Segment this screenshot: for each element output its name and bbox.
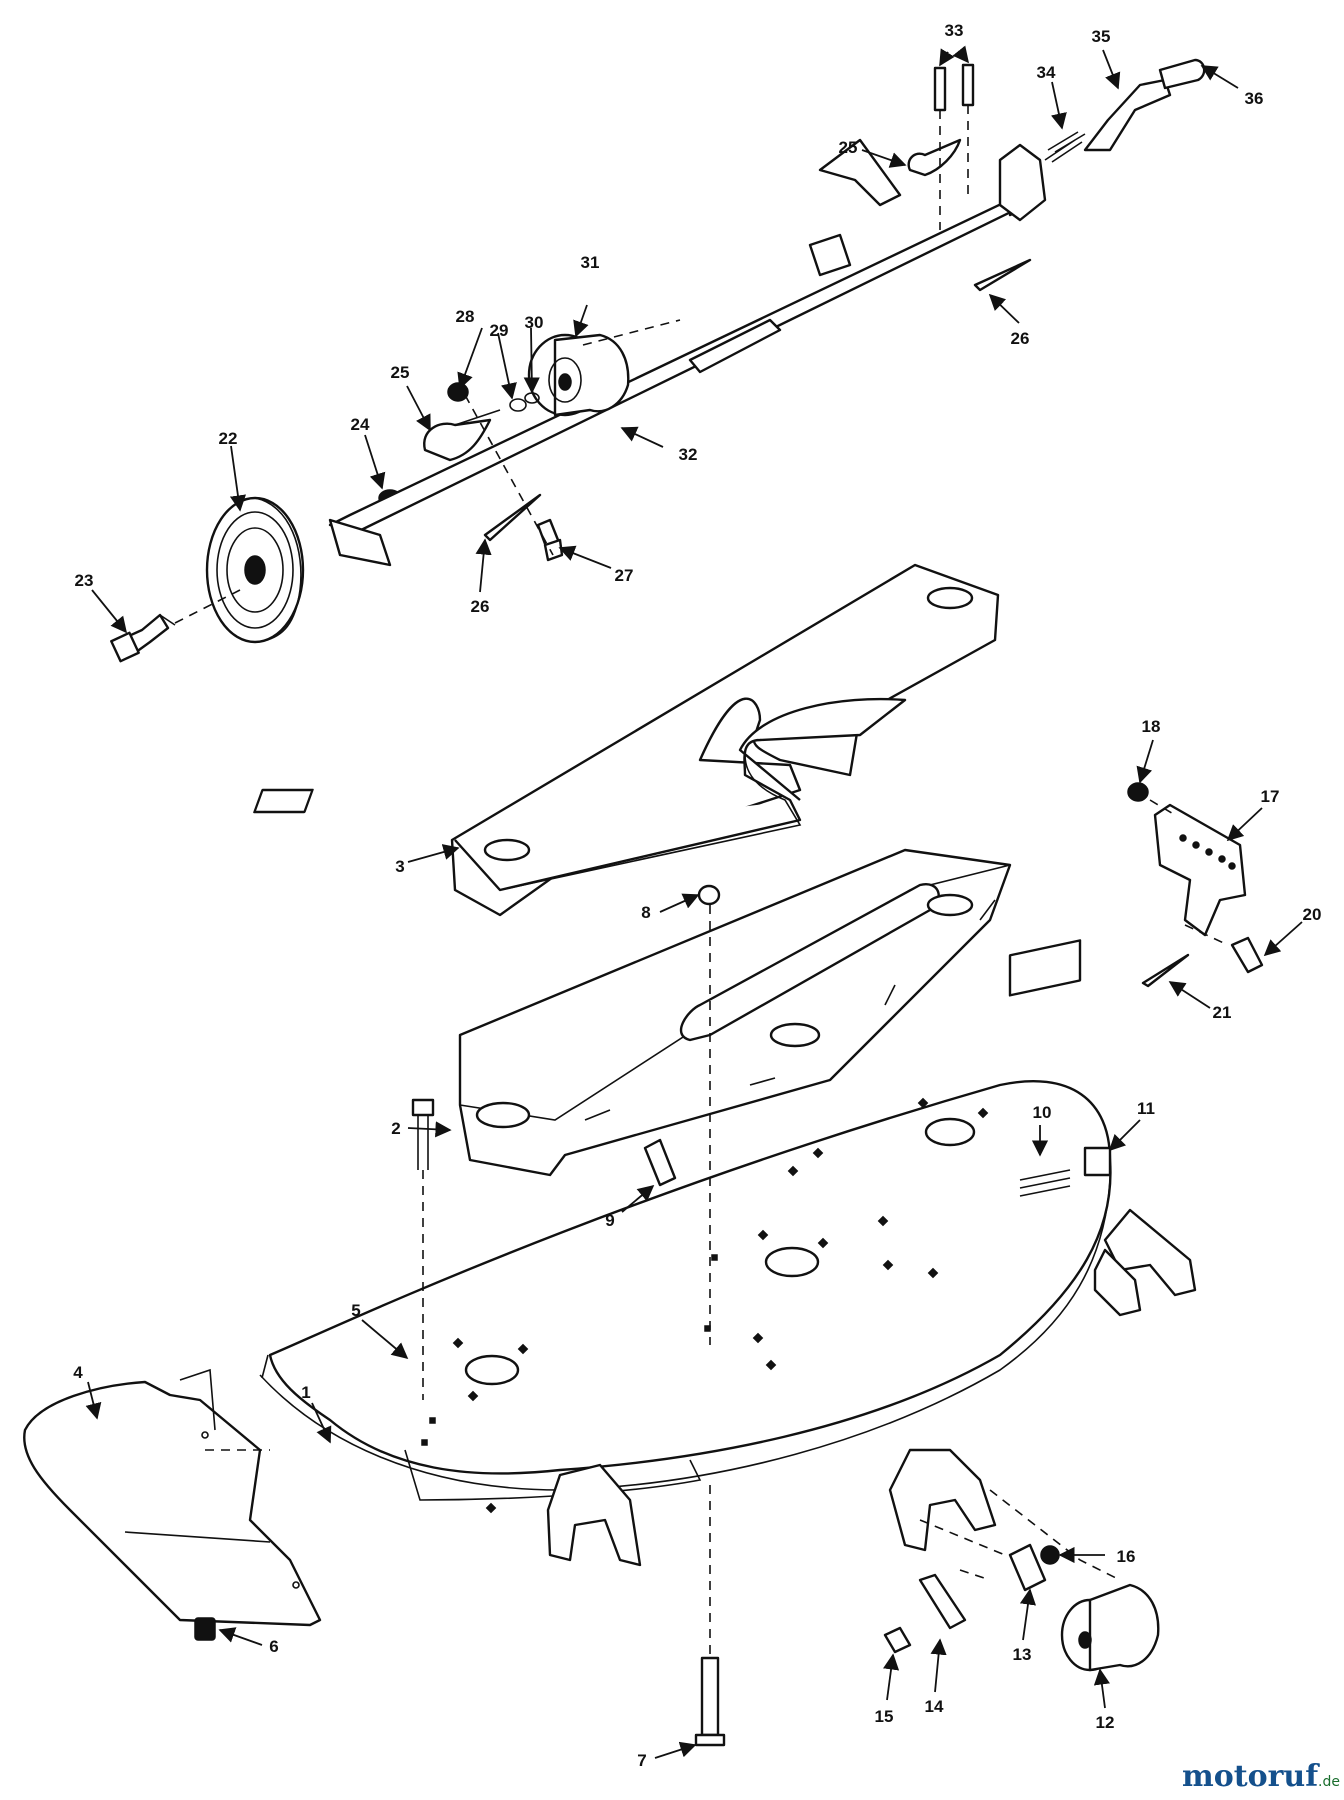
bolt-9 xyxy=(643,1138,677,1187)
roll-pins-33 xyxy=(933,63,975,112)
callout-26-lower: 26 xyxy=(471,597,490,616)
callout-5: 5 xyxy=(351,1301,360,1320)
shims-26 xyxy=(483,258,1032,542)
callout-29: 29 xyxy=(490,321,509,340)
spacer-13 xyxy=(1008,1543,1047,1592)
roller-31 xyxy=(527,333,630,417)
deck-spindle-holes xyxy=(464,1117,976,1386)
callout-2: 2 xyxy=(391,1119,400,1138)
callout-34: 34 xyxy=(1037,63,1056,82)
callout-16: 16 xyxy=(1117,1547,1136,1566)
deck-frame xyxy=(458,848,1012,1177)
callout-32: 32 xyxy=(679,445,698,464)
spring-34 xyxy=(1044,131,1086,163)
callout-11: 11 xyxy=(1137,1099,1155,1118)
callout-6: 6 xyxy=(269,1637,278,1656)
callout-25-upper: 25 xyxy=(839,138,858,157)
lever-handle-35 xyxy=(1083,78,1172,152)
nut-16 xyxy=(1040,1545,1060,1565)
callout-20: 20 xyxy=(1303,905,1322,924)
callout-17: 17 xyxy=(1261,787,1280,806)
alignment-lines xyxy=(174,105,1229,1660)
callout-36: 36 xyxy=(1245,89,1264,108)
discharge-chute xyxy=(23,1368,322,1627)
callout-4: 4 xyxy=(73,1363,83,1382)
callout-10: 10 xyxy=(1033,1103,1052,1122)
watermark-logo: motoruf xyxy=(1182,1759,1320,1794)
callout-21: 21 xyxy=(1213,1003,1232,1022)
axle-rod xyxy=(328,138,1042,567)
callout-1: 1 xyxy=(301,1383,310,1402)
lift-lever-bracket xyxy=(998,143,1047,222)
nut-28 xyxy=(447,382,469,402)
watermark-domain-suffix: .de xyxy=(1318,1774,1340,1790)
callout-3: 3 xyxy=(395,857,404,876)
bolt-7 xyxy=(694,1656,726,1747)
callout-24: 24 xyxy=(351,415,370,434)
bolt-20 xyxy=(1230,936,1264,974)
callout-labels: 1 2 3 4 5 6 7 8 9 10 11 12 13 14 15 16 1… xyxy=(73,21,1321,1770)
decal-10 xyxy=(1008,939,1082,1197)
shim-21 xyxy=(1141,953,1190,988)
nut-18 xyxy=(1127,782,1149,802)
callout-15: 15 xyxy=(875,1707,894,1726)
callout-14: 14 xyxy=(925,1697,944,1716)
callout-28: 28 xyxy=(456,307,475,326)
nut-6 xyxy=(194,1617,216,1641)
callout-31: 31 xyxy=(581,253,600,272)
callout-13: 13 xyxy=(1013,1645,1032,1664)
bolt-5 xyxy=(411,1098,435,1170)
callout-30: 30 xyxy=(525,313,544,332)
link-14 xyxy=(918,1573,967,1630)
decal-11 xyxy=(1083,1146,1112,1177)
callout-18: 18 xyxy=(1142,717,1161,736)
height-bracket-17 xyxy=(1153,803,1247,937)
deck-cover-plate xyxy=(253,563,1000,917)
bolt-27 xyxy=(536,518,564,562)
callout-7: 7 xyxy=(637,1751,646,1770)
motoruf-watermark: motoruf .de xyxy=(1182,1759,1340,1794)
bolt-15 xyxy=(883,1626,912,1654)
roller-12 xyxy=(1060,1583,1160,1672)
callout-25-lower: 25 xyxy=(391,363,410,382)
callout-27: 27 xyxy=(615,566,634,585)
mower-deck-housing xyxy=(259,1080,1197,1567)
hand-grip-36 xyxy=(1158,58,1206,90)
callout-9: 9 xyxy=(605,1211,614,1230)
callout-23: 23 xyxy=(75,571,94,590)
callout-26-upper: 26 xyxy=(1011,329,1030,348)
callout-22: 22 xyxy=(219,429,238,448)
callout-12: 12 xyxy=(1096,1713,1115,1732)
callout-33: 33 xyxy=(945,21,964,40)
axle-bolt xyxy=(110,613,176,663)
clip-25-upper xyxy=(907,138,962,177)
callout-35: 35 xyxy=(1092,27,1111,46)
nut-8 xyxy=(697,884,721,906)
gauge-wheel xyxy=(205,496,305,644)
callout-leaders xyxy=(85,45,1303,1759)
clip-25-lower xyxy=(423,409,501,462)
deck-bolt-holes xyxy=(421,1097,989,1514)
callout-8: 8 xyxy=(641,903,650,922)
